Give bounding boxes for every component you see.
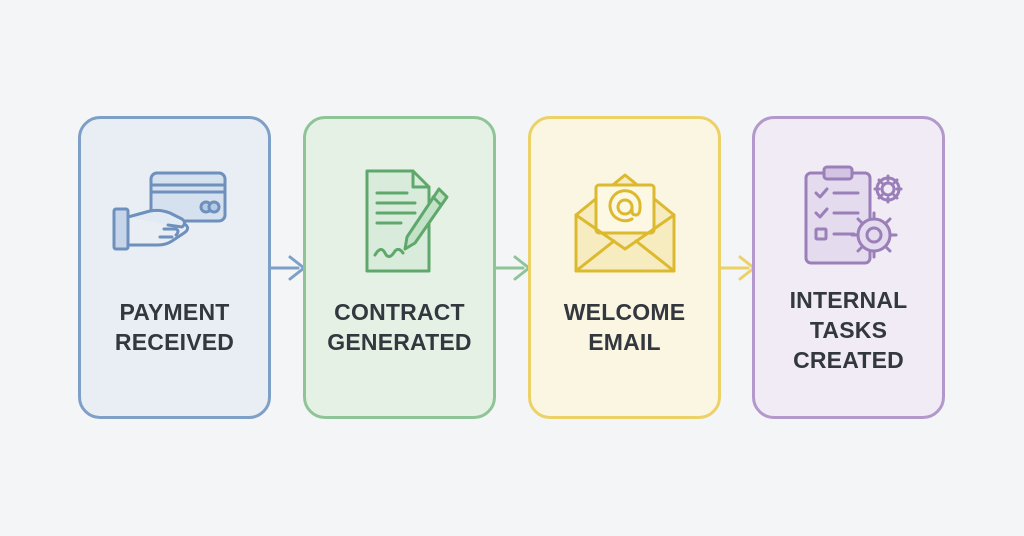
step-label-welcome-email: WELCOME EMAIL bbox=[531, 297, 718, 357]
step-card-contract-generated: CONTRACT GENERATED bbox=[303, 116, 496, 419]
credit-card-hand-icon bbox=[81, 159, 268, 279]
step-label-line: CREATED bbox=[793, 347, 904, 373]
step-card-payment-received: PAYMENT RECEIVED bbox=[78, 116, 271, 419]
step-label-line: WELCOME bbox=[563, 299, 686, 325]
step-label-line: RECEIVED bbox=[114, 329, 235, 355]
envelope-at-icon bbox=[531, 159, 718, 279]
step-card-internal-tasks-created: INTERNAL TASKS CREATED bbox=[752, 116, 945, 419]
step-label-line: INTERNAL bbox=[789, 287, 908, 313]
step-label-payment-received: PAYMENT RECEIVED bbox=[81, 297, 268, 357]
step-label-line: GENERATED bbox=[327, 329, 472, 355]
step-label-internal-tasks-created: INTERNAL TASKS CREATED bbox=[755, 285, 942, 375]
step-label-line: EMAIL bbox=[588, 329, 661, 355]
step-card-welcome-email: WELCOME EMAIL bbox=[528, 116, 721, 419]
step-label-line: PAYMENT bbox=[119, 299, 230, 325]
document-pen-icon bbox=[306, 159, 493, 279]
step-label-line: CONTRACT bbox=[334, 299, 465, 325]
step-label-line: TASKS bbox=[809, 317, 888, 343]
clipboard-gears-icon bbox=[755, 159, 942, 279]
step-label-contract-generated: CONTRACT GENERATED bbox=[306, 297, 493, 357]
